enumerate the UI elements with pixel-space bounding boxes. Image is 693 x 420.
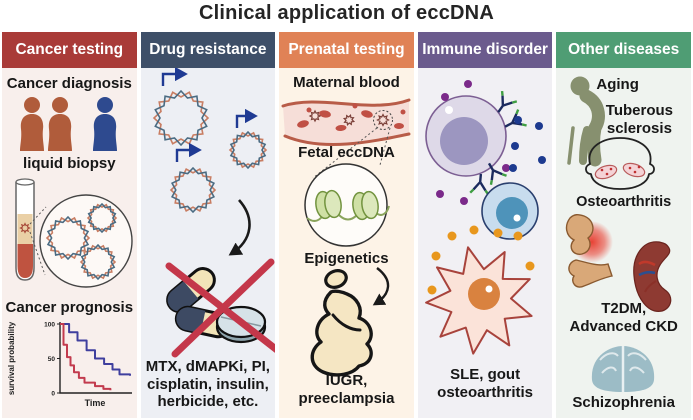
promoter-arrow-icon (235, 108, 258, 128)
immune-cell-icon (424, 95, 507, 177)
kidney-icon (633, 241, 672, 312)
magnifier-dotted-line (312, 127, 378, 179)
dendritic-cell-icon (424, 246, 533, 355)
promoter-arrow-icon (161, 68, 188, 86)
header-other-diseases: Other diseases (556, 32, 691, 68)
liquid-biopsy-illustration (15, 178, 133, 288)
liquid-biopsy-label: liquid biopsy (23, 155, 116, 172)
eccdna-ring-icon (152, 68, 209, 147)
eccdna-particle-icon (308, 109, 322, 123)
immune-disorder-body: SLE, gout osteoarthritis (417, 68, 553, 418)
tuberous-sclerosis-label: Tuberous sclerosis (605, 102, 673, 137)
magnifier-dotted-line (29, 231, 46, 276)
magnifier-dotted-line (29, 206, 47, 225)
drug-list-label: MTX, dMAPKi, PI, cisplatin, insulin, her… (145, 358, 270, 411)
svg-text:0: 0 (51, 390, 55, 397)
drug-resistance-illustration (152, 68, 275, 358)
test-tube-icon (15, 178, 35, 281)
header-prenatal-testing: Prenatal testing (279, 32, 414, 68)
patient-icon-cancer (93, 97, 117, 151)
eccdna-particle-icon (376, 113, 390, 127)
cancer-prognosis-label: Cancer prognosis (5, 299, 134, 316)
t2dm-ckd-label: T2DM, Advanced CKD (569, 300, 678, 335)
patient-icon (20, 97, 44, 151)
drug-resistance-body: MTX, dMAPKi, PI, cisplatin, insulin, her… (140, 68, 276, 418)
svg-text:survival probability: survival probability (7, 321, 16, 395)
eccdna-ring-icon (228, 108, 267, 170)
brain-icon (592, 346, 655, 392)
column-other-diseases: Other diseases (556, 32, 691, 418)
red-cross-icon (165, 258, 275, 358)
antibody-icon (497, 90, 517, 113)
joint-icon (566, 213, 614, 288)
eccdna-particle-icon (343, 113, 356, 127)
nucleosome-icon (352, 190, 380, 221)
column-cancer-testing: Cancer testing Cancer diagnosis (2, 32, 137, 418)
eccdna-ring-icon (169, 142, 216, 214)
osteoarthritis-label: Osteoarthritis (576, 194, 672, 210)
nucleosome-circle (304, 163, 391, 247)
lesion-dots (601, 165, 641, 176)
patients-illustration (20, 97, 117, 151)
svg-text:100: 100 (44, 321, 55, 328)
particle-highlight-circle (373, 110, 394, 130)
cytokine-dot-purple (435, 80, 510, 205)
immune-illustration (424, 80, 546, 355)
svg-text:50: 50 (48, 356, 56, 363)
column-immune-disorder: Immune disorder (417, 32, 553, 418)
prenatal-outcomes-label: IUGR, preeclampsia (298, 372, 395, 407)
magnifier-dotted-line (379, 127, 391, 166)
nucleosome-icon (315, 189, 343, 220)
cancer-diagnosis-label: Cancer diagnosis (6, 75, 132, 92)
prenatal-illustration (281, 98, 411, 377)
figure-title: Clinical application of eccDNA (199, 2, 494, 24)
promoter-arrow-icon (175, 142, 202, 162)
header-immune-disorder: Immune disorder (417, 32, 553, 68)
header-drug-resistance: Drug resistance (140, 32, 276, 68)
capsule-icon (165, 267, 216, 313)
prenatal-testing-body: Maternal blood Fetal eccDNA Epigenetics … (279, 68, 414, 418)
eccdna-ring-icon (79, 243, 117, 281)
b-cell-icon (480, 182, 539, 240)
curved-arrow-icon (228, 199, 251, 256)
columns-grid: Cancer testing Cancer diagnosis (2, 32, 691, 418)
patient-icon (48, 97, 72, 151)
head-outline-icon (585, 137, 656, 190)
red-blood-cell-icon (297, 103, 406, 132)
antibody-icon (469, 173, 489, 195)
eccdna-ring-icon (86, 202, 118, 234)
eccdna-ring-icon (45, 215, 91, 261)
fetal-eccdna-label: Fetal eccDNA (298, 144, 395, 161)
aging-label: Aging (596, 76, 639, 93)
curved-arrow-icon (372, 267, 390, 306)
schizophrenia-label: Schizophrenia (572, 394, 675, 411)
eccdna-particle-icon (19, 222, 31, 234)
other-diseases-illustration (566, 76, 672, 392)
other-diseases-body: Aging Tuberous sclerosis Osteoarthritis … (556, 68, 691, 418)
cytokine-dot-blue (508, 116, 546, 172)
immune-outcomes-label: SLE, gout osteoarthritis (437, 366, 534, 401)
antibody-icon (487, 162, 507, 185)
column-prenatal-testing: Prenatal testing (279, 32, 414, 418)
cancer-testing-body: Cancer diagnosis liquid biop (2, 68, 137, 418)
column-drug-resistance: Drug resistance (140, 32, 276, 418)
maternal-blood-label: Maternal blood (293, 74, 400, 91)
svg-text:Time: Time (85, 398, 106, 408)
blood-vessel-icon (281, 98, 411, 146)
header-cancer-testing: Cancer testing (2, 32, 137, 68)
pregnant-woman-icon (310, 269, 374, 377)
epigenetics-label: Epigenetics (304, 250, 389, 267)
elderly-person-icon (567, 76, 606, 167)
